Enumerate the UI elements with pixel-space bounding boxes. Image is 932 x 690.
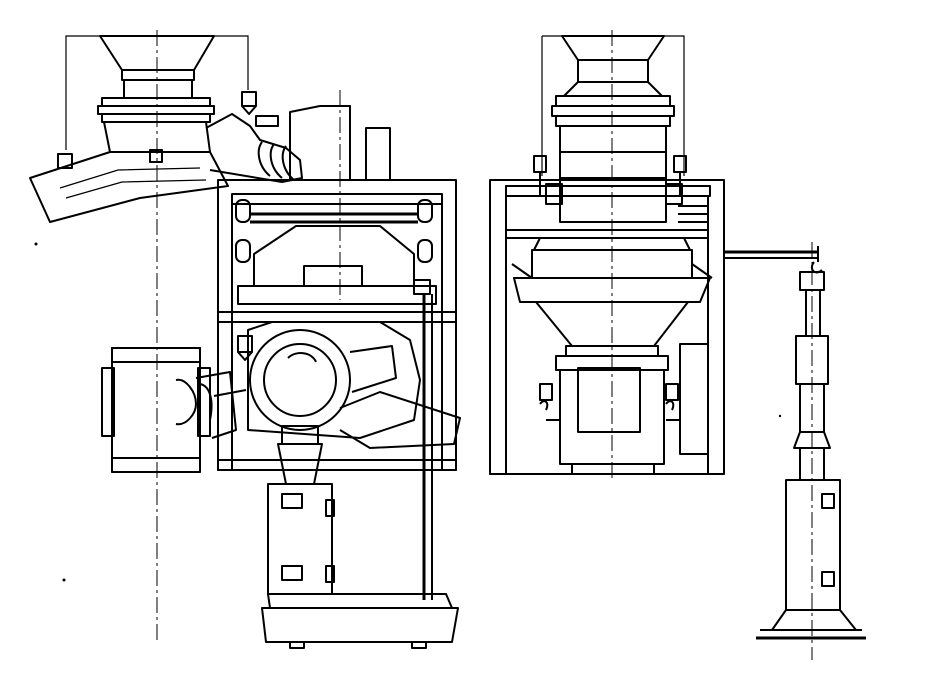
front-elevation-view: [489, 30, 725, 480]
front-frame: [489, 155, 725, 475]
front-hopper: [541, 30, 685, 480]
main-frame: [217, 179, 457, 471]
side-elevation-view: [29, 30, 461, 649]
front-screen-deck: [511, 237, 713, 303]
front-discharge-cone: [535, 301, 709, 475]
vibrator-motor: [237, 321, 461, 449]
suspension-chains: [235, 199, 433, 263]
vibrating-feeder: [29, 91, 303, 223]
scan-specks: [34, 242, 782, 582]
discharge-pipe: [101, 347, 247, 473]
support-pedestal: [261, 425, 459, 649]
screen-body: [253, 225, 433, 600]
support-column-view: [724, 242, 866, 660]
